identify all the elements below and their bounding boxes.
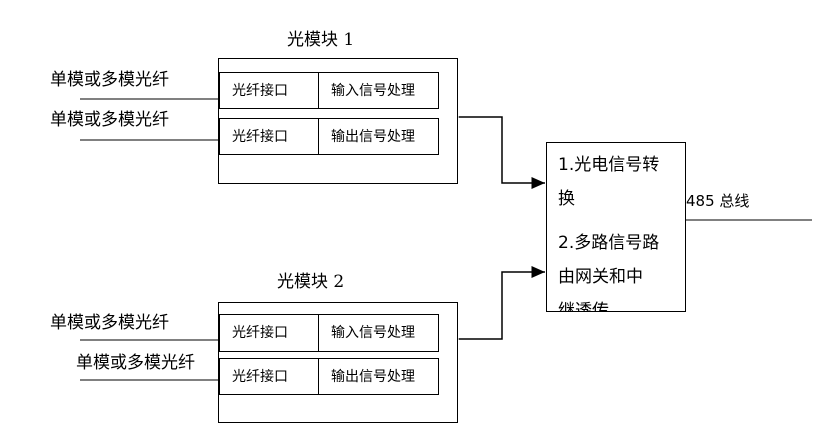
module2-row2-process: 输出信号处理 [331, 369, 415, 385]
module1-input-fiber-label: 单模或多模光纤 [50, 70, 169, 90]
module2-row2: 光纤接口 输出信号处理 [219, 358, 439, 395]
converter-line: 由网关和中 [558, 267, 643, 287]
cell-divider [318, 119, 319, 154]
converter-box: 1.光电信号转 换 2.多路信号路 由网关和中 继透传 [546, 142, 686, 312]
converter-line: 1.光电信号转 [558, 155, 660, 175]
bus-label: 485 总线 [686, 192, 750, 210]
module2-row2-port: 光纤接口 [232, 369, 288, 385]
module2-row1: 光纤接口 输入信号处理 [219, 314, 439, 352]
converter-line: 继透传 [558, 301, 609, 312]
converter-text: 1.光电信号转 换 2.多路信号路 由网关和中 继透传 [558, 148, 682, 312]
cell-divider [318, 73, 319, 108]
converter-line: 2.多路信号路 [558, 233, 660, 253]
module2-title: 光模块 2 [277, 272, 345, 292]
module2-row1-process: 输入信号处理 [331, 325, 415, 341]
link-module1-converter [445, 111, 545, 189]
converter-line: 换 [558, 189, 575, 209]
module2-row1-port: 光纤接口 [232, 325, 288, 341]
module1-title: 光模块 1 [287, 30, 355, 50]
link-module2-converter [445, 266, 545, 345]
module1-row1: 光纤接口 输入信号处理 [219, 72, 439, 109]
module1-output-fiber-label: 单模或多模光纤 [50, 110, 169, 130]
module1-row2-port: 光纤接口 [232, 129, 288, 145]
module1-row2: 光纤接口 输出信号处理 [219, 118, 439, 155]
cell-divider [318, 315, 319, 351]
module1-row1-process: 输入信号处理 [331, 83, 415, 99]
module2-input-fiber-label: 单模或多模光纤 [50, 313, 169, 333]
cell-divider [318, 359, 319, 394]
module2-output-fiber-label: 单模或多模光纤 [76, 353, 195, 373]
module1-row2-process: 输出信号处理 [331, 129, 415, 145]
module1-row1-port: 光纤接口 [232, 83, 288, 99]
